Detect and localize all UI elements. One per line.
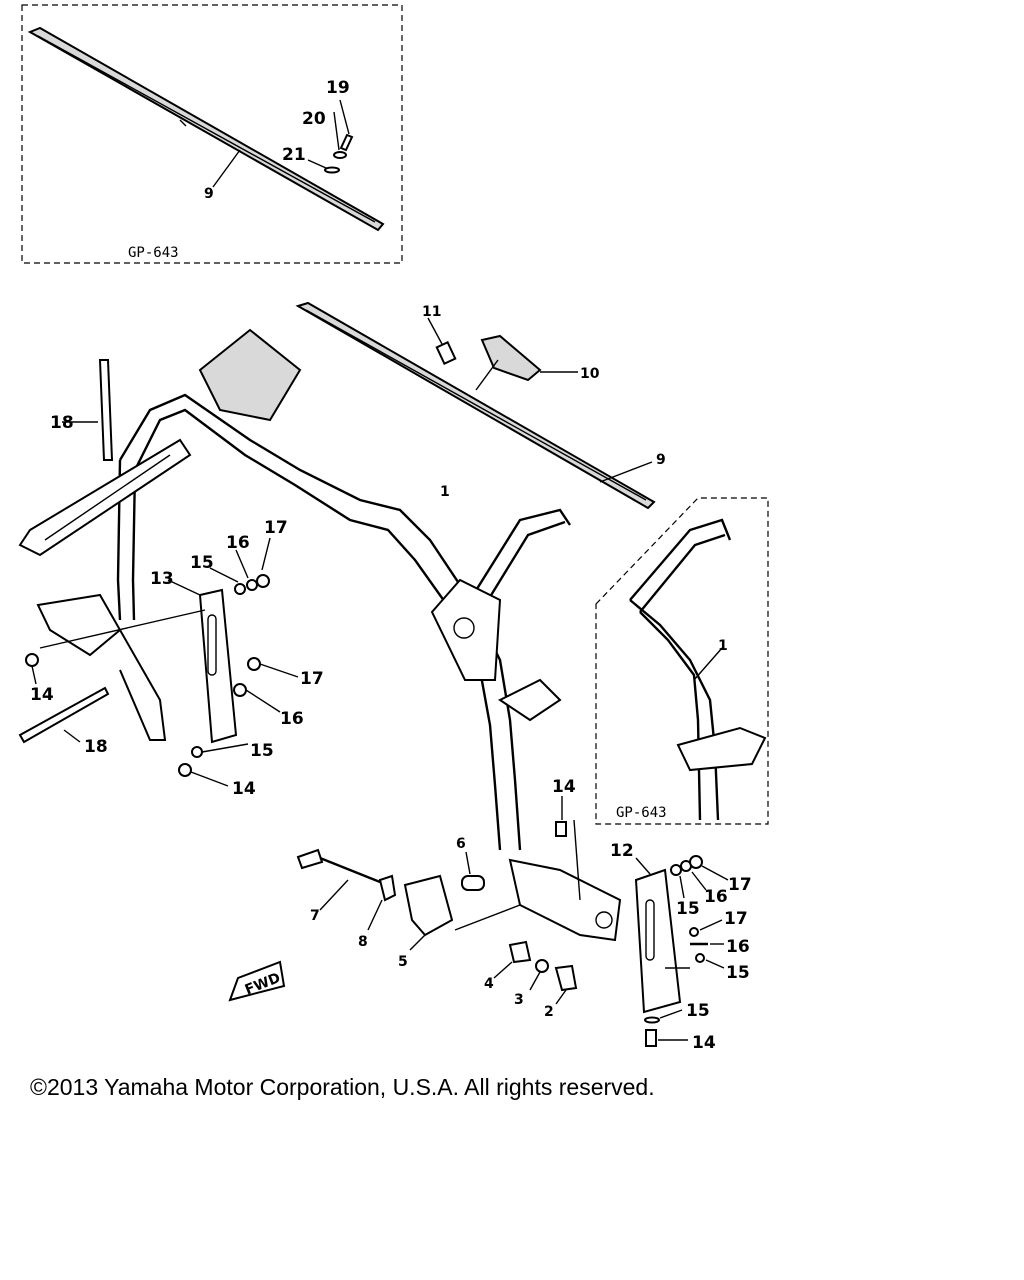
callout-13: 13 bbox=[150, 569, 174, 589]
blade-part bbox=[295, 301, 656, 510]
callout-15-mid: 15 bbox=[250, 741, 274, 761]
bracket-plate-13 bbox=[39, 579, 238, 744]
callout-4: 4 bbox=[484, 976, 494, 992]
callout-15-upper: 15 bbox=[190, 553, 214, 573]
washer-16a bbox=[246, 579, 258, 591]
callout-8: 8 bbox=[358, 934, 368, 950]
callout-17-right: 17 bbox=[728, 875, 752, 895]
main-frame-assembly: FWD bbox=[18, 301, 729, 1047]
inset-callout-1: 1 bbox=[718, 638, 728, 654]
callout-6: 6 bbox=[456, 836, 466, 852]
callout-11: 11 bbox=[422, 304, 441, 320]
callout-15-right: 15 bbox=[676, 899, 700, 919]
washer-15c bbox=[670, 864, 682, 876]
callout-17-stack: 17 bbox=[724, 909, 748, 929]
bracket-plate-12 bbox=[634, 857, 682, 1014]
callout-9-inset: 9 bbox=[204, 186, 214, 202]
bolt-14a bbox=[25, 653, 39, 667]
callout-14-bottom: 14 bbox=[692, 1033, 716, 1053]
plate-4 bbox=[508, 940, 532, 964]
copyright-notice: ©2013 Yamaha Motor Corporation, U.S.A. A… bbox=[30, 1074, 655, 1100]
callout-16-right: 16 bbox=[704, 887, 728, 907]
bolt-14b bbox=[178, 763, 192, 777]
inset-blade-part bbox=[27, 26, 385, 232]
nut-17b bbox=[247, 657, 261, 671]
bolt-14c bbox=[555, 821, 567, 837]
callout-7: 7 bbox=[310, 908, 320, 924]
washer-3 bbox=[535, 959, 549, 973]
callout-16-upper: 16 bbox=[226, 533, 250, 553]
callout-15-bottom: 15 bbox=[686, 1001, 710, 1021]
callout-18-upper: 18 bbox=[50, 413, 74, 433]
clamp-assembly bbox=[296, 848, 521, 951]
callout-5: 5 bbox=[398, 954, 408, 970]
inset-washer-part bbox=[333, 151, 347, 159]
washer-16b bbox=[233, 683, 247, 697]
fwd-arrow-icon: FWD bbox=[228, 960, 286, 1002]
callout-1: 1 bbox=[440, 484, 450, 500]
callout-16-mid: 16 bbox=[280, 709, 304, 729]
callout-20: 20 bbox=[302, 109, 326, 129]
washer-15e bbox=[644, 1016, 660, 1024]
strap-part-18-lower bbox=[18, 686, 110, 744]
washer-15b bbox=[191, 746, 203, 758]
inset-top-border bbox=[21, 4, 403, 264]
callout-3: 3 bbox=[514, 992, 524, 1008]
strap-part-18-upper bbox=[62, 359, 114, 461]
callout-10: 10 bbox=[580, 366, 600, 382]
callout-18-lower: 18 bbox=[84, 737, 108, 757]
inset-right: 1 GP-643 bbox=[595, 497, 769, 825]
parts-diagram: 19 20 21 9 GP-643 bbox=[18, 4, 769, 1053]
callout-14-center: 14 bbox=[552, 777, 576, 797]
nut-17a bbox=[256, 574, 270, 588]
inset-right-border bbox=[595, 497, 769, 825]
washer-15a bbox=[234, 583, 246, 595]
nut-17c bbox=[689, 855, 703, 869]
callout-16-stack: 16 bbox=[726, 937, 750, 957]
inset-washer2-part bbox=[324, 166, 340, 174]
nut-17d bbox=[689, 927, 699, 937]
bolt-14d bbox=[645, 1029, 657, 1047]
callout-21: 21 bbox=[282, 145, 306, 165]
callout-12: 12 bbox=[610, 841, 634, 861]
cover-part-10 bbox=[475, 334, 578, 391]
callout-17-upper: 17 bbox=[264, 518, 288, 538]
inset-right-caption: GP-643 bbox=[616, 805, 667, 821]
frame-tube bbox=[18, 328, 622, 942]
callout-15-stack: 15 bbox=[726, 963, 750, 983]
inset-top: 19 20 21 9 GP-643 bbox=[21, 4, 403, 264]
callout-2: 2 bbox=[544, 1004, 554, 1020]
inset-bolt-part bbox=[339, 99, 354, 152]
callout-14-mid: 14 bbox=[232, 779, 256, 799]
washer-15d bbox=[695, 953, 705, 963]
callout-14-left: 14 bbox=[30, 685, 54, 705]
callout-9: 9 bbox=[656, 452, 666, 468]
callout-19: 19 bbox=[326, 78, 350, 98]
clip-part-11 bbox=[427, 317, 457, 366]
bolt-2 bbox=[554, 964, 578, 992]
callout-17-mid: 17 bbox=[300, 669, 324, 689]
inset-top-caption: GP-643 bbox=[128, 245, 179, 261]
